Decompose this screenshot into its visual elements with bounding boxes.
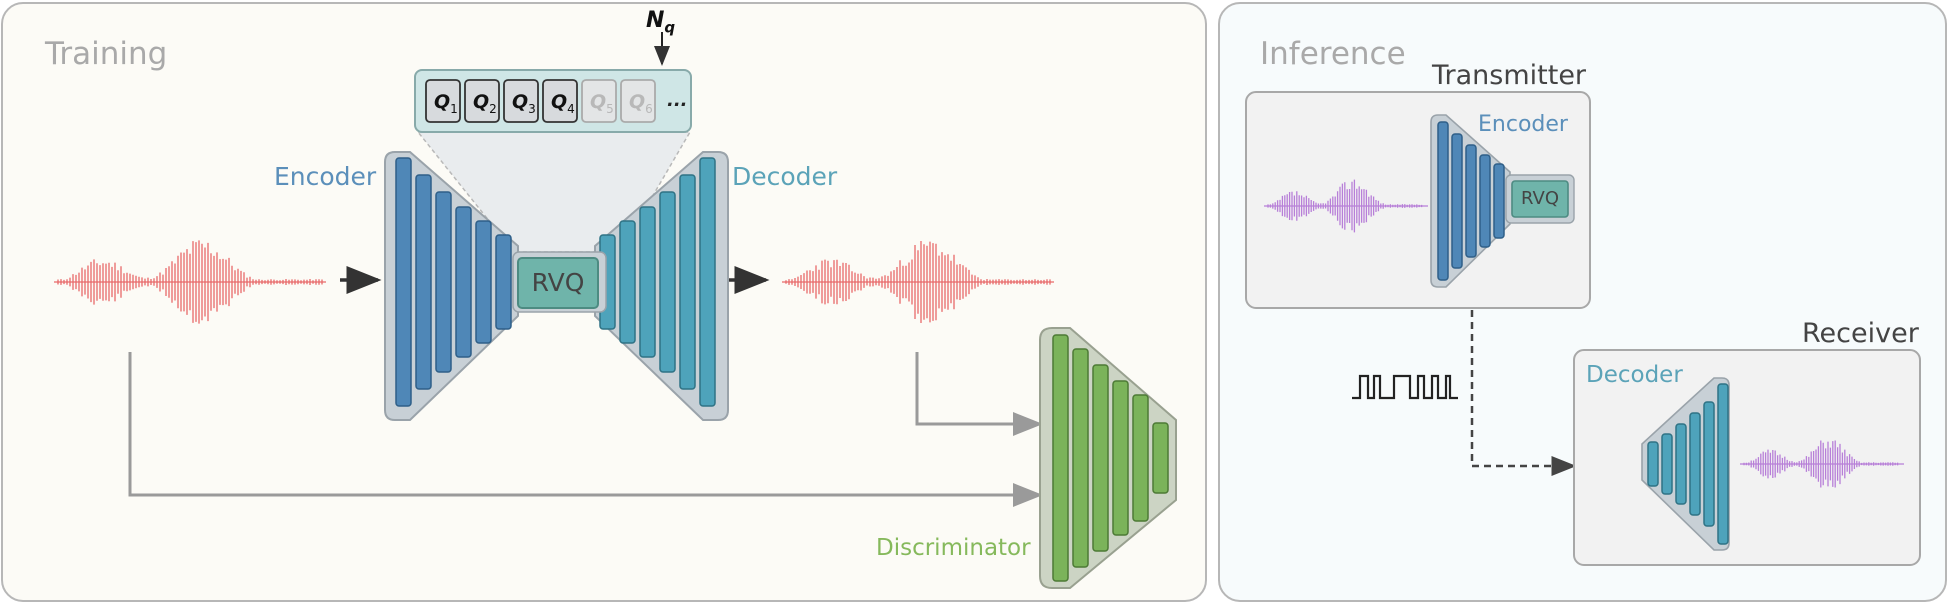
receiver-label: Receiver [1802,318,1919,349]
discriminator-layer [1052,334,1069,582]
quantizer-cell: Q4 [542,79,578,123]
quantizer-cell: Q3 [503,79,539,123]
inference-encoder-layer [1493,163,1505,239]
inference-encoder-layer [1479,154,1491,248]
inference-decoder-layer [1703,401,1715,527]
encoder-layer [455,206,472,358]
bitstream-icon [1352,374,1458,400]
quantizer-cell: Q5 [581,79,617,123]
input-waveform [54,240,326,324]
bitstream-link [1470,310,1577,476]
inference-encoder-layer [1437,121,1449,281]
training-decoder [594,151,729,421]
quantizer-cell: Q6 [620,79,656,123]
inference-rvq-box [1511,180,1569,218]
inference-encoder-label: Encoder [1478,112,1568,137]
transmitter-label: Transmitter [1432,60,1587,91]
inference-decoder-layer [1661,433,1673,495]
inference-rvq-label: RVQ [1520,188,1559,209]
inference-decoder-label: Decoder [1586,362,1683,388]
encoder-layer [475,220,492,344]
inference-decoder-layer [1647,441,1659,487]
inference-decoder-layer [1689,412,1701,516]
inference-title: Inference [1260,36,1406,72]
discriminator-label: Discriminator [876,535,1031,561]
inference-encoder [1430,114,1511,288]
inference-decoder-layer [1717,383,1729,545]
training-title: Training [45,36,168,72]
inference-decoder [1641,377,1730,551]
inference-decoder-layer [1675,423,1687,505]
encoder-layer [395,157,412,407]
quantizer-ellipsis: ... [667,90,688,111]
decoder-layer [699,157,716,407]
discriminator-layer [1112,380,1129,536]
output-waveform [782,241,1054,323]
skip-connections [128,352,1043,507]
discriminator-layer [1072,348,1089,568]
nq-label: Nq [646,8,676,37]
decoder-layer [679,174,696,390]
training-rvq-box [517,257,599,309]
inference-encoder-layer [1451,133,1463,269]
receiver-box [1573,349,1921,566]
encoder-layer [415,174,432,390]
decoder-layer [619,220,636,344]
discriminator-layer [1092,364,1109,552]
training-decoder-label: Decoder [732,162,838,191]
decoder-layer [639,206,656,358]
training-rvq-label: RVQ [531,268,585,297]
discriminator-layer [1152,422,1169,494]
encoder-layer [495,234,512,330]
discriminator-layer [1132,394,1149,522]
transmitter-waveform [1264,179,1428,233]
decoder-layer [659,191,676,373]
discriminator [1039,327,1177,589]
inference-encoder-layer [1465,144,1477,258]
transmitter-box [1245,91,1591,309]
training-encoder-label: Encoder [274,162,377,191]
quantizer-cell: Q1 [425,79,461,123]
training-encoder [384,151,519,421]
encoder-layer [435,191,452,373]
quantizer-cell: Q2 [464,79,500,123]
receiver-waveform [1740,440,1904,488]
